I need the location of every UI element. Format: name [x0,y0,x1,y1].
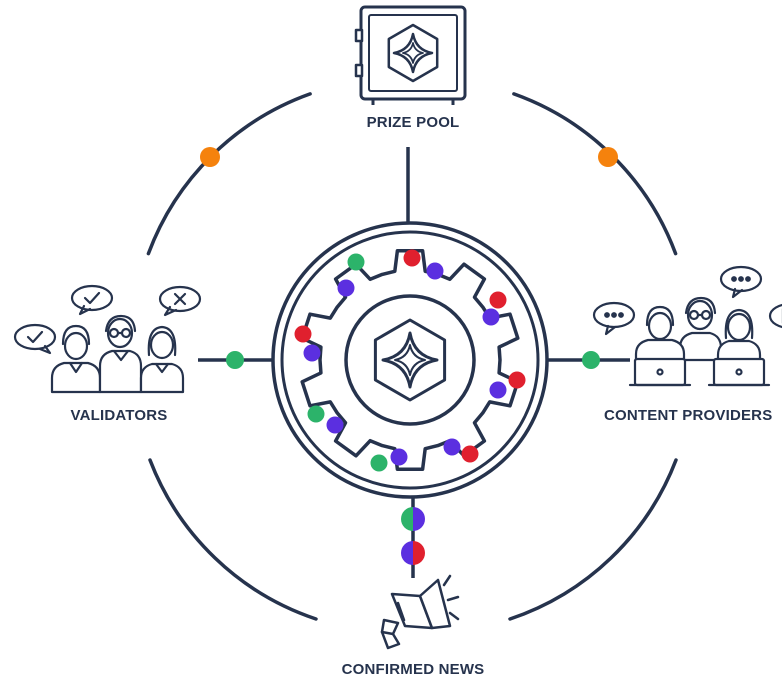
token-dot [326,416,344,434]
token-dot [489,381,507,399]
content-providers-label: CONTENT PROVIDERS [604,407,773,424]
chat-bubble-icon [592,301,636,336]
green-node-right [582,351,600,369]
arc-bottom-left [148,458,318,621]
gear-inner-ring [344,294,476,426]
token-dot [303,344,321,362]
arc-bottom-right [508,458,678,621]
check-bubble-icon [70,284,114,316]
token-dot [461,445,479,463]
laptop-icon [628,357,692,387]
token-dot [347,253,365,271]
provider-person-icon [678,296,723,362]
gear-icon [300,248,520,472]
validators-group-icon [13,284,202,394]
token-dot [403,249,421,267]
token-dot [370,454,388,472]
token-dot [426,262,444,280]
validator-person-icon [98,314,143,394]
check-bubble-icon [13,323,57,355]
token-dot [482,308,500,326]
token-dot [443,438,461,456]
content-providers-icon [592,265,782,387]
reject-bubble-icon [158,285,202,317]
megaphone-icon [380,574,460,650]
token-dot [508,371,526,389]
token-dot [337,279,355,297]
validators-label: VALIDATORS [70,407,168,424]
safe-with-logo-icon [354,5,467,105]
orange-node-left [200,147,220,167]
chat-bubble-icon [719,265,763,299]
validator-person-icon [50,324,102,394]
arc-top-right [512,92,678,256]
token-dot [294,325,312,343]
split-node-green-purple [401,507,425,531]
central-hub [271,221,549,499]
split-node-purple-red [401,541,425,565]
token-dot [390,448,408,466]
arc-top-left [146,92,312,256]
provider-person-icon [716,308,762,364]
token-dots [294,249,526,472]
token-dot [489,291,507,309]
laptop-icon [707,357,771,387]
green-node-left [226,351,244,369]
token-dot [307,405,325,423]
confirmed-news-label: CONFIRMED NEWS [341,661,485,678]
diamond-logo-icon [373,318,447,402]
orange-node-right [598,147,618,167]
chat-bubble-icon [768,303,782,329]
validator-person-icon [139,325,185,394]
prize-pool-label: PRIZE POOL [366,114,460,131]
provider-person-icon [634,305,686,364]
